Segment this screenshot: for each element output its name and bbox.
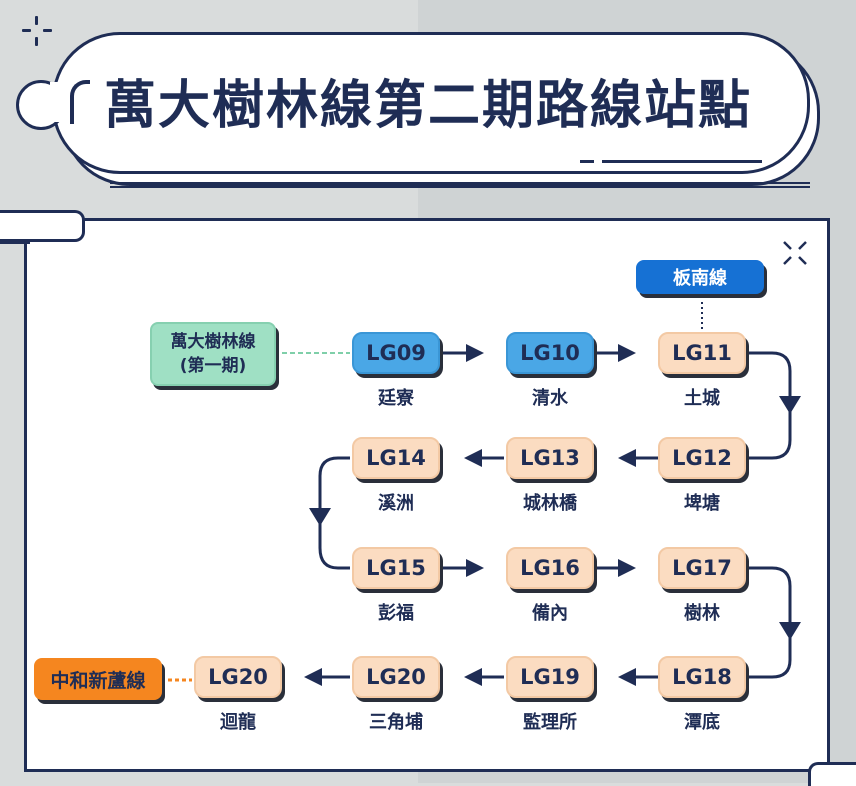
station-lg11: LG11 bbox=[658, 332, 746, 374]
station-name-lg16: 備內 bbox=[532, 603, 568, 624]
station-lg12: LG12 bbox=[658, 437, 746, 479]
arrow-down-icon bbox=[309, 508, 331, 526]
station-name-lg11: 土城 bbox=[684, 388, 720, 409]
phase1-line-tag: 萬大樹林線 (第一期) bbox=[150, 322, 276, 386]
arrow-right-icon bbox=[466, 559, 484, 577]
title-banner: 萬大樹林線第二期路線站點 bbox=[16, 32, 824, 188]
arrow-right-icon bbox=[618, 559, 636, 577]
sparkle-icon bbox=[22, 16, 52, 46]
corner-decoration bbox=[808, 762, 856, 786]
station-name-lg19: 監理所 bbox=[523, 712, 577, 733]
arrow-left-icon bbox=[618, 449, 636, 467]
arrow-down-icon bbox=[779, 622, 801, 640]
station-name-lg12: 埤塘 bbox=[684, 493, 720, 514]
arrow-left-icon bbox=[464, 668, 482, 686]
bannan-line-tag: 板南線 bbox=[636, 260, 764, 294]
station-lg10: LG10 bbox=[506, 332, 594, 374]
station-name-lg13: 城林橋 bbox=[523, 493, 577, 514]
station-lg20-sanjiaopu: LG20 bbox=[352, 656, 440, 698]
phase1-line-phase: (第一期) bbox=[179, 356, 247, 376]
arrow-left-icon bbox=[618, 668, 636, 686]
title-bubble-cover bbox=[50, 82, 70, 122]
zhonghe-line-tag: 中和新蘆線 bbox=[34, 658, 162, 700]
station-name-lg20-huilong: 迴龍 bbox=[220, 712, 256, 733]
station-lg15: LG15 bbox=[352, 547, 440, 589]
arrow-down-icon bbox=[779, 396, 801, 414]
page-title: 萬大樹林線第二期路線站點 bbox=[103, 75, 752, 136]
station-name-lg20-sanjiaopu: 三角埔 bbox=[369, 712, 423, 733]
station-name-lg09: 廷寮 bbox=[378, 388, 414, 409]
station-lg18: LG18 bbox=[658, 656, 746, 698]
station-name-lg10: 清水 bbox=[532, 388, 568, 409]
station-lg09: LG09 bbox=[352, 332, 440, 374]
station-name-lg17: 樹林 bbox=[684, 603, 720, 624]
station-lg13: LG13 bbox=[506, 437, 594, 479]
arrow-left-icon bbox=[464, 449, 482, 467]
title-decoration bbox=[70, 80, 90, 124]
station-lg20-huilong: LG20 bbox=[194, 656, 282, 698]
title-underline bbox=[110, 182, 810, 188]
station-name-lg18: 潭底 bbox=[684, 712, 720, 733]
station-lg17: LG17 bbox=[658, 547, 746, 589]
arrow-right-icon bbox=[618, 344, 636, 362]
phase1-line-name: 萬大樹林線 bbox=[170, 332, 256, 352]
title-banner-pill bbox=[52, 32, 810, 174]
title-decoration bbox=[602, 160, 762, 163]
sparkle-icon bbox=[783, 241, 807, 265]
arrow-left-icon bbox=[304, 668, 322, 686]
station-name-lg14: 溪洲 bbox=[378, 493, 414, 514]
station-lg16: LG16 bbox=[506, 547, 594, 589]
panel-tab-line bbox=[0, 241, 30, 244]
station-lg19: LG19 bbox=[506, 656, 594, 698]
panel-tab bbox=[0, 210, 85, 242]
station-lg14: LG14 bbox=[352, 437, 440, 479]
station-name-lg15: 彭福 bbox=[378, 603, 414, 624]
title-decoration bbox=[580, 160, 594, 163]
arrow-right-icon bbox=[466, 344, 484, 362]
